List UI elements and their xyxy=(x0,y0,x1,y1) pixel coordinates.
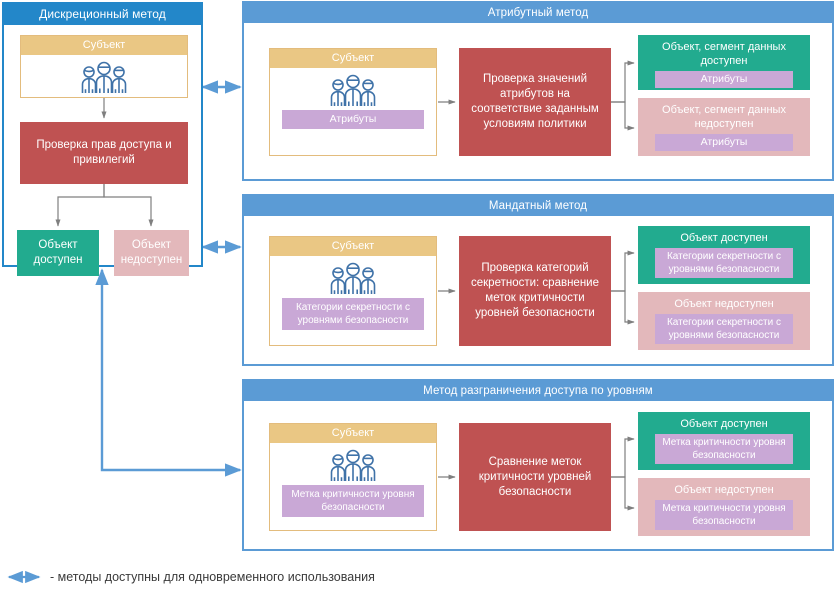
result-chip[interactable]: Атрибуты xyxy=(655,134,793,151)
result-allow-discretionary[interactable]: Объект доступен xyxy=(17,230,99,276)
result-title: Объект, сегмент данных доступен xyxy=(662,41,786,67)
result-deny-levels[interactable]: Объект недоступен Метка критичности уров… xyxy=(638,478,810,536)
panel-body-discretionary: Субъект xyxy=(4,25,201,276)
subject-chip-levels[interactable]: Метка критичности уровня безопасности xyxy=(282,485,424,517)
result-title: Объект недоступен xyxy=(674,298,774,310)
panel-title-discretionary: Дискреционный метод xyxy=(4,4,201,25)
result-allow-attribute[interactable]: Объект, сегмент данных доступен Атрибуты xyxy=(638,35,810,90)
subject-title: Субъект xyxy=(270,424,436,443)
people-group-icon xyxy=(330,262,376,294)
result-chip[interactable]: Метка критичности уровня безопасности xyxy=(655,500,793,530)
subject-body xyxy=(21,55,187,97)
arrow-process-to-deny xyxy=(611,101,635,131)
result-title: Объект доступен xyxy=(680,232,768,244)
arrow-process-to-deny xyxy=(611,476,635,511)
arrow-process-to-allow xyxy=(611,250,635,292)
result-deny-mandatory[interactable]: Объект недоступен Категории секретности … xyxy=(638,292,810,350)
panel-discretionary[interactable]: Дискреционный метод Субъект xyxy=(2,2,203,276)
subject-body: Категории секретности с уровнями безопас… xyxy=(270,256,436,345)
panel-attribute[interactable]: Атрибутный метод Субъект xyxy=(242,1,834,181)
arrow-process-to-allow xyxy=(55,184,105,227)
result-chip[interactable]: Категории секретности с уровнями безопас… xyxy=(655,248,793,278)
panel-levels[interactable]: Метод разграничения доступа по уровням С… xyxy=(242,379,834,551)
panel-title-attribute: Атрибутный метод xyxy=(244,3,832,23)
result-chip[interactable]: Атрибуты xyxy=(655,71,793,88)
subject-chip-attribute[interactable]: Атрибуты xyxy=(282,110,424,129)
subject-card-discretionary[interactable]: Субъект xyxy=(20,35,188,98)
subject-card-levels[interactable]: Субъект xyxy=(269,423,437,531)
result-allow-mandatory[interactable]: Объект доступен Категории секретности с … xyxy=(638,226,810,284)
process-box-discretionary[interactable]: Проверка прав доступа и привилегий xyxy=(20,122,188,184)
result-deny-attribute[interactable]: Объект, сегмент данных недоступен Атрибу… xyxy=(638,98,810,156)
result-allow-levels[interactable]: Объект доступен Метка критичности уровня… xyxy=(638,412,810,470)
subject-card-attribute[interactable]: Субъект xyxy=(269,48,437,156)
arrow-process-to-deny xyxy=(103,184,154,227)
people-group-icon xyxy=(330,74,376,106)
link-discretionary-levels xyxy=(95,268,242,477)
panel-mandatory[interactable]: Мандатный метод Субъект xyxy=(242,194,834,366)
subject-title: Субъект xyxy=(270,49,436,68)
process-box-levels[interactable]: Сравнение меток критичности уровней безо… xyxy=(459,423,611,531)
process-box-mandatory[interactable]: Проверка категорий секретности: сравнени… xyxy=(459,236,611,346)
panel-title-mandatory: Мандатный метод xyxy=(244,196,832,216)
subject-title: Субъект xyxy=(270,237,436,256)
result-title: Объект доступен xyxy=(680,418,768,430)
subject-chip-mandatory[interactable]: Категории секретности с уровнями безопас… xyxy=(282,298,424,330)
process-box-attribute[interactable]: Проверка значений атрибутов на соответст… xyxy=(459,48,611,156)
result-chip[interactable]: Категории секретности с уровнями безопас… xyxy=(655,314,793,344)
result-title: Объект, сегмент данных недоступен xyxy=(662,104,786,130)
subject-body: Метка критичности уровня безопасности xyxy=(270,443,436,530)
arrow-process-to-deny xyxy=(611,290,635,325)
result-chip[interactable]: Метка критичности уровня безопасности xyxy=(655,434,793,464)
arrow-process-to-allow xyxy=(611,60,635,103)
panel-body-attribute: Субъект xyxy=(244,23,832,179)
panel-title-levels: Метод разграничения доступа по уровням xyxy=(244,381,832,401)
people-group-icon xyxy=(330,449,376,481)
subject-title: Субъект xyxy=(21,36,187,55)
result-title: Объект недоступен xyxy=(674,484,774,496)
arrow-process-to-allow xyxy=(611,436,635,478)
result-deny-discretionary[interactable]: Объект недоступен xyxy=(114,230,189,276)
panel-body-mandatory: Субъект xyxy=(244,216,832,364)
subject-body: Атрибуты xyxy=(270,68,436,155)
legend: - методы доступны для одновременного исп… xyxy=(4,570,375,584)
legend-double-arrow-icon xyxy=(7,570,41,584)
panel-body-levels: Субъект xyxy=(244,401,832,549)
subject-card-mandatory[interactable]: Субъект xyxy=(269,236,437,346)
legend-text: - методы доступны для одновременного исп… xyxy=(50,570,375,584)
people-group-icon xyxy=(81,61,127,93)
